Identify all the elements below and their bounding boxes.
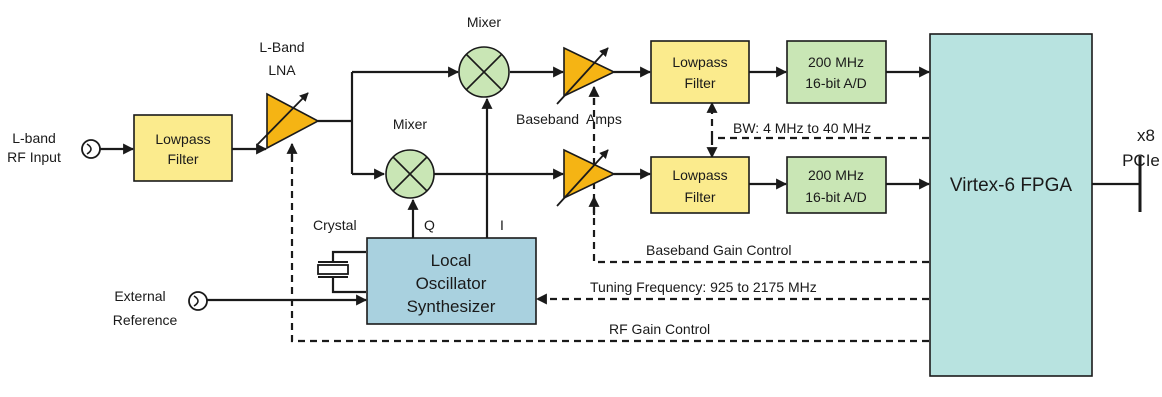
- adc-top-line2: 16-bit A/D: [805, 75, 866, 91]
- lna-label-line2: LNA: [268, 62, 296, 78]
- fpga-label: Virtex-6 FPGA: [950, 175, 1072, 196]
- lowpass-filter-bottom: Lowpass Filter: [650, 156, 750, 214]
- rf-input-label-line1: L-band: [12, 130, 56, 146]
- bandwidth-note: BW: 4 MHz to 40 MHz: [733, 120, 871, 136]
- lowpass-filter-input: Lowpass Filter: [133, 114, 233, 182]
- baseband-amp-bottom-icon: [556, 148, 616, 207]
- rf-input-connector: [81, 139, 101, 159]
- baseband-amps-label: Baseband Amps: [516, 111, 622, 127]
- adc-top-line1: 200 MHz: [808, 54, 864, 70]
- i-output-label: I: [500, 217, 504, 233]
- lowpass-filter-top: Lowpass Filter: [650, 40, 750, 104]
- lowpass-filter-top-line1: Lowpass: [672, 54, 727, 70]
- oscillator-line2: Oscillator: [416, 274, 487, 293]
- lowpass-filter-top-line2: Filter: [684, 75, 715, 91]
- lowpass-filter-bottom-line1: Lowpass: [672, 167, 727, 183]
- external-reference-label-line2: Reference: [113, 312, 178, 328]
- local-oscillator-synthesizer: Local Oscillator Synthesizer: [366, 237, 537, 325]
- virtex-6-fpga: Virtex-6 FPGA: [929, 33, 1093, 377]
- external-reference-connector: [188, 291, 208, 311]
- baseband-amp-top-icon: [556, 46, 616, 105]
- lowpass-filter-input-line2: Filter: [167, 151, 198, 167]
- mixer-top-icon: [458, 46, 510, 98]
- tuning-frequency-label: Tuning Frequency: 925 to 2175 MHz: [590, 279, 817, 295]
- adc-top: 200 MHz 16-bit A/D: [786, 40, 887, 104]
- mixer-bottom-icon: [385, 149, 435, 199]
- pcie-label-line1: x8: [1137, 126, 1155, 145]
- lna-amplifier-icon: [256, 92, 320, 150]
- adc-bottom-line1: 200 MHz: [808, 167, 864, 183]
- crystal-label: Crystal: [313, 217, 357, 233]
- lowpass-filter-input-line1: Lowpass: [155, 131, 210, 147]
- oscillator-line1: Local: [431, 251, 472, 270]
- external-reference-label-line1: External: [114, 288, 165, 304]
- signal-lines: [100, 66, 1142, 306]
- lna-label-line1: L-Band: [259, 39, 304, 55]
- rf-input-label-line2: RF Input: [7, 149, 61, 165]
- lowpass-filter-input-box: [133, 114, 233, 182]
- adc-bottom: 200 MHz 16-bit A/D: [786, 156, 887, 214]
- rf-gain-control-label: RF Gain Control: [609, 321, 710, 337]
- mixer-bottom-label: Mixer: [393, 116, 428, 132]
- adc-bottom-line2: 16-bit A/D: [805, 189, 866, 205]
- mixer-top-label: Mixer: [467, 14, 502, 30]
- q-output-label: Q: [424, 217, 435, 233]
- baseband-gain-control-label: Baseband Gain Control: [646, 242, 792, 258]
- crystal-icon: [317, 261, 349, 278]
- oscillator-line3: Synthesizer: [407, 297, 496, 316]
- control-lines: [286, 85, 929, 343]
- lowpass-filter-bottom-line2: Filter: [684, 189, 715, 205]
- pcie-label-line2: PCIe: [1122, 151, 1160, 170]
